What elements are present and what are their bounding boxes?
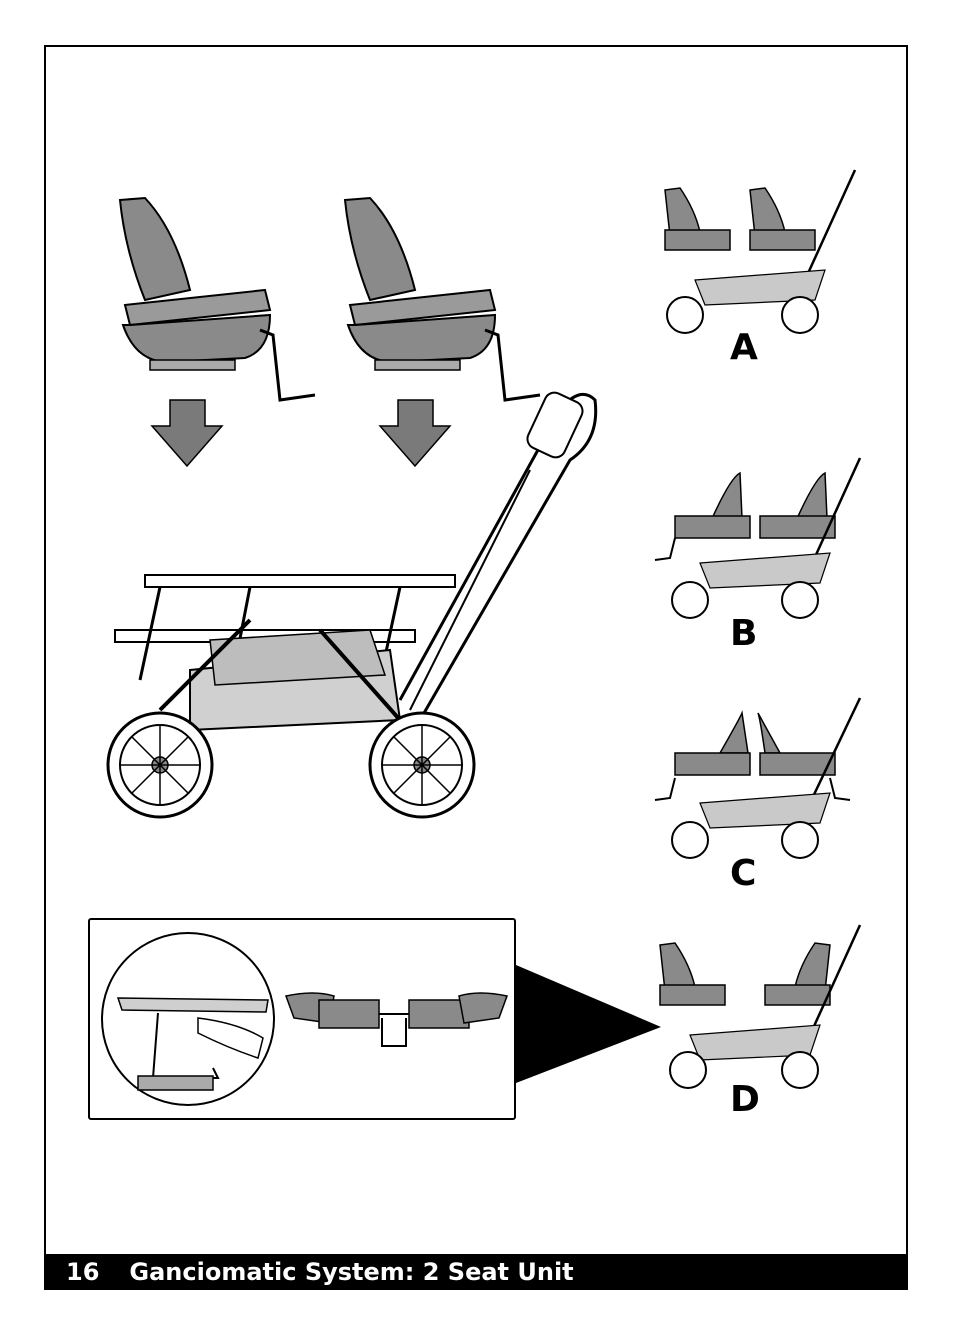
page-title: Ganciomatic System: 2 Seat Unit (129, 1258, 573, 1286)
config-a-illustration (655, 160, 870, 335)
pointer-triangle-icon (516, 965, 666, 1085)
hand-lever-detail (98, 928, 278, 1110)
stroller-frame-illustration (100, 380, 610, 820)
config-label-b: B (730, 616, 757, 652)
page-footer: 16 Ganciomatic System: 2 Seat Unit (44, 1254, 908, 1290)
config-label-a: A (730, 330, 758, 366)
config-label-d: D (730, 1082, 760, 1118)
detail-inset (88, 918, 516, 1120)
seat-left-illustration (105, 190, 325, 410)
config-c-illustration (650, 688, 870, 863)
config-b-illustration (650, 448, 870, 623)
seat-right-illustration (330, 190, 550, 410)
page-number: 16 (66, 1258, 99, 1286)
config-d-illustration (650, 915, 870, 1090)
seat-pair-flat-detail (284, 988, 509, 1063)
config-label-c: C (730, 856, 756, 892)
